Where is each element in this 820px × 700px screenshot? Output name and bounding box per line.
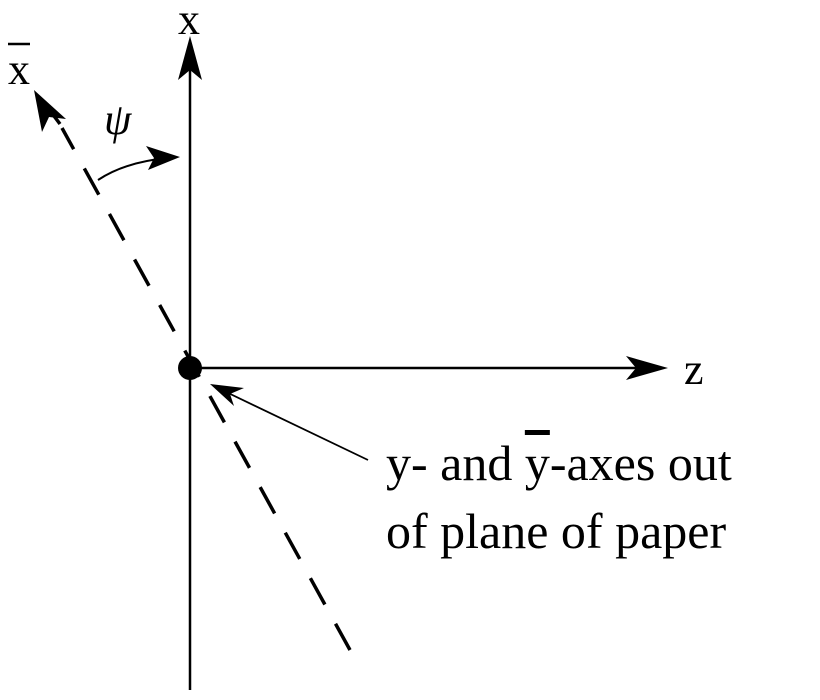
note-line1-pre: y- and — [386, 435, 525, 491]
psi-angle-arrowhead — [146, 146, 180, 170]
x-axis-arrowhead — [178, 36, 202, 80]
origin-point — [178, 356, 202, 380]
note-leader-arrowhead — [210, 384, 244, 406]
note-line1-ybar: y — [525, 435, 550, 491]
z-axis-label: z — [684, 345, 704, 394]
xbar-axis-line — [60, 127, 352, 651]
axes-note-line-1: y- and y-axes out — [386, 435, 732, 491]
note-leader-line — [221, 389, 369, 461]
note-line1-post: -axes out — [550, 435, 732, 491]
x-axis-label: x — [178, 0, 200, 44]
axes-note-line-2: of plane of paper — [386, 503, 726, 559]
psi-angle-label: ψ — [104, 95, 132, 144]
xbar-axis-label: x — [8, 45, 30, 94]
z-axis-arrowhead — [626, 356, 668, 380]
xbar-axis-arrowhead — [34, 90, 66, 132]
